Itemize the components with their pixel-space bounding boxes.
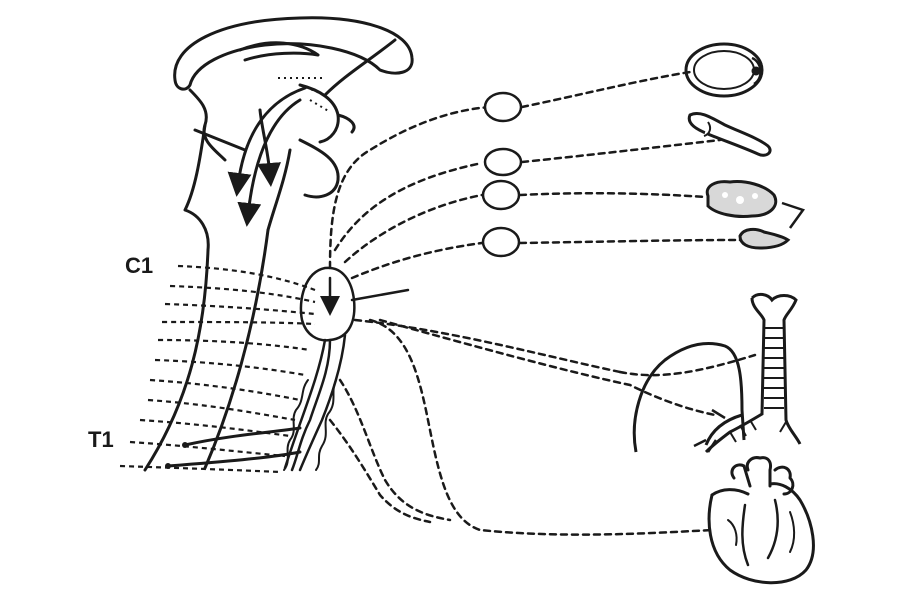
pterygopalatine-ganglion: [483, 147, 523, 177]
submandibular-ganglion: [481, 179, 521, 211]
eye-icon: [684, 42, 764, 98]
postganglionic-pathways: [328, 70, 757, 536]
hypothalamus-dots: [278, 77, 331, 113]
salivary-gland-small-icon: [738, 227, 791, 250]
lung-icon: [632, 342, 746, 453]
cranial-ganglia: [481, 91, 523, 258]
t1-label: T1: [88, 427, 114, 452]
gland-bracket: [781, 201, 806, 229]
ciliary-ganglion: [483, 91, 523, 123]
c1-label: C1: [125, 253, 153, 278]
descending-tracts: [193, 86, 307, 227]
lacrimal-duct-icon: [687, 111, 772, 157]
otic-ganglion: [481, 226, 521, 258]
sympathetic-chain: [283, 266, 410, 472]
salivary-gland-icon: [705, 180, 778, 218]
trachea-icon: [693, 292, 802, 454]
brain-outline: [173, 16, 414, 252]
heart-icon: [707, 456, 815, 585]
